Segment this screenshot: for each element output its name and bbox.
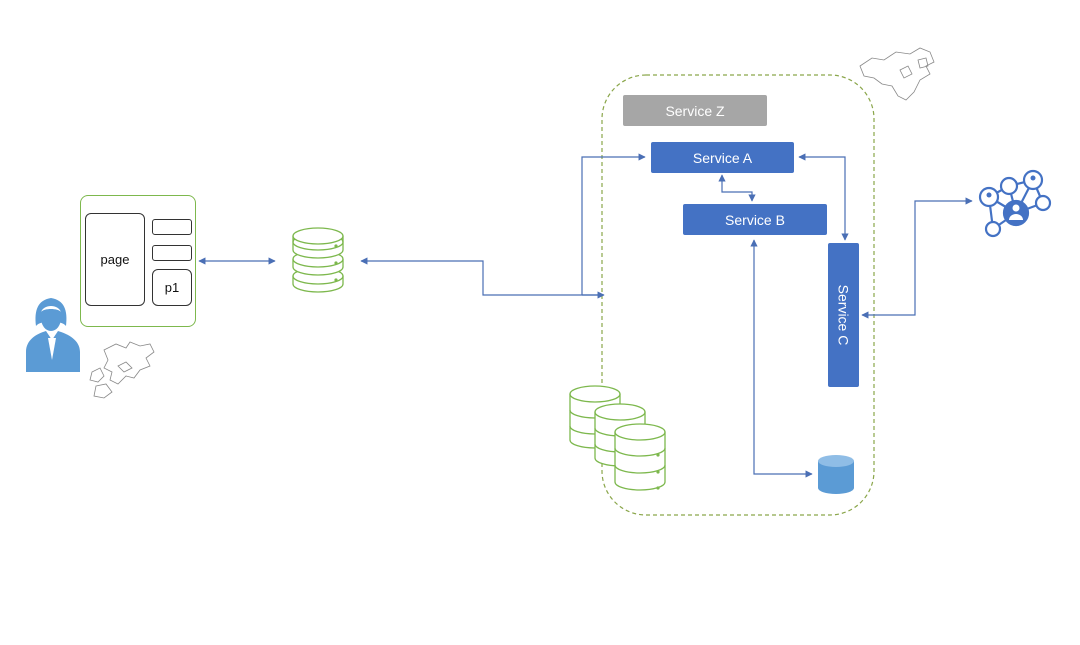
connector-service-b-db <box>750 239 813 478</box>
connector-cache-gateway <box>360 257 602 296</box>
connector-service-a-c <box>798 153 849 241</box>
database-icon-cluster <box>569 385 666 491</box>
service-c-label: Service C <box>835 284 852 346</box>
page-slot-1 <box>152 219 192 235</box>
database-icon-cluster-3 <box>614 423 666 491</box>
database-icon-cache <box>292 227 344 293</box>
map-icon-europe <box>89 341 155 399</box>
fragment-label: p1 <box>164 280 180 295</box>
map-icon-north-america <box>859 47 935 101</box>
connector-service-c-network <box>861 197 973 319</box>
service-a-label: Service A <box>692 149 753 166</box>
page-slot-2 <box>152 245 192 261</box>
connector-gateway-service-a <box>581 153 646 295</box>
page-label: page <box>100 252 130 267</box>
service-a-box: Service A <box>651 142 794 173</box>
page-box: page <box>85 213 145 306</box>
database-icon-service-b <box>818 455 854 494</box>
connector-service-a-b <box>718 174 756 202</box>
connectors <box>198 153 973 478</box>
service-z-label: Service Z <box>665 102 725 119</box>
fragment-box: p1 <box>152 269 192 306</box>
service-b-label: Service B <box>725 211 785 228</box>
network-icon <box>978 169 1052 238</box>
client-browser-window: page p1 <box>80 195 196 327</box>
service-b-box: Service B <box>683 204 827 235</box>
service-c-box: Service C <box>828 243 859 387</box>
user-icon <box>26 298 80 372</box>
service-z-box: Service Z <box>623 95 767 126</box>
